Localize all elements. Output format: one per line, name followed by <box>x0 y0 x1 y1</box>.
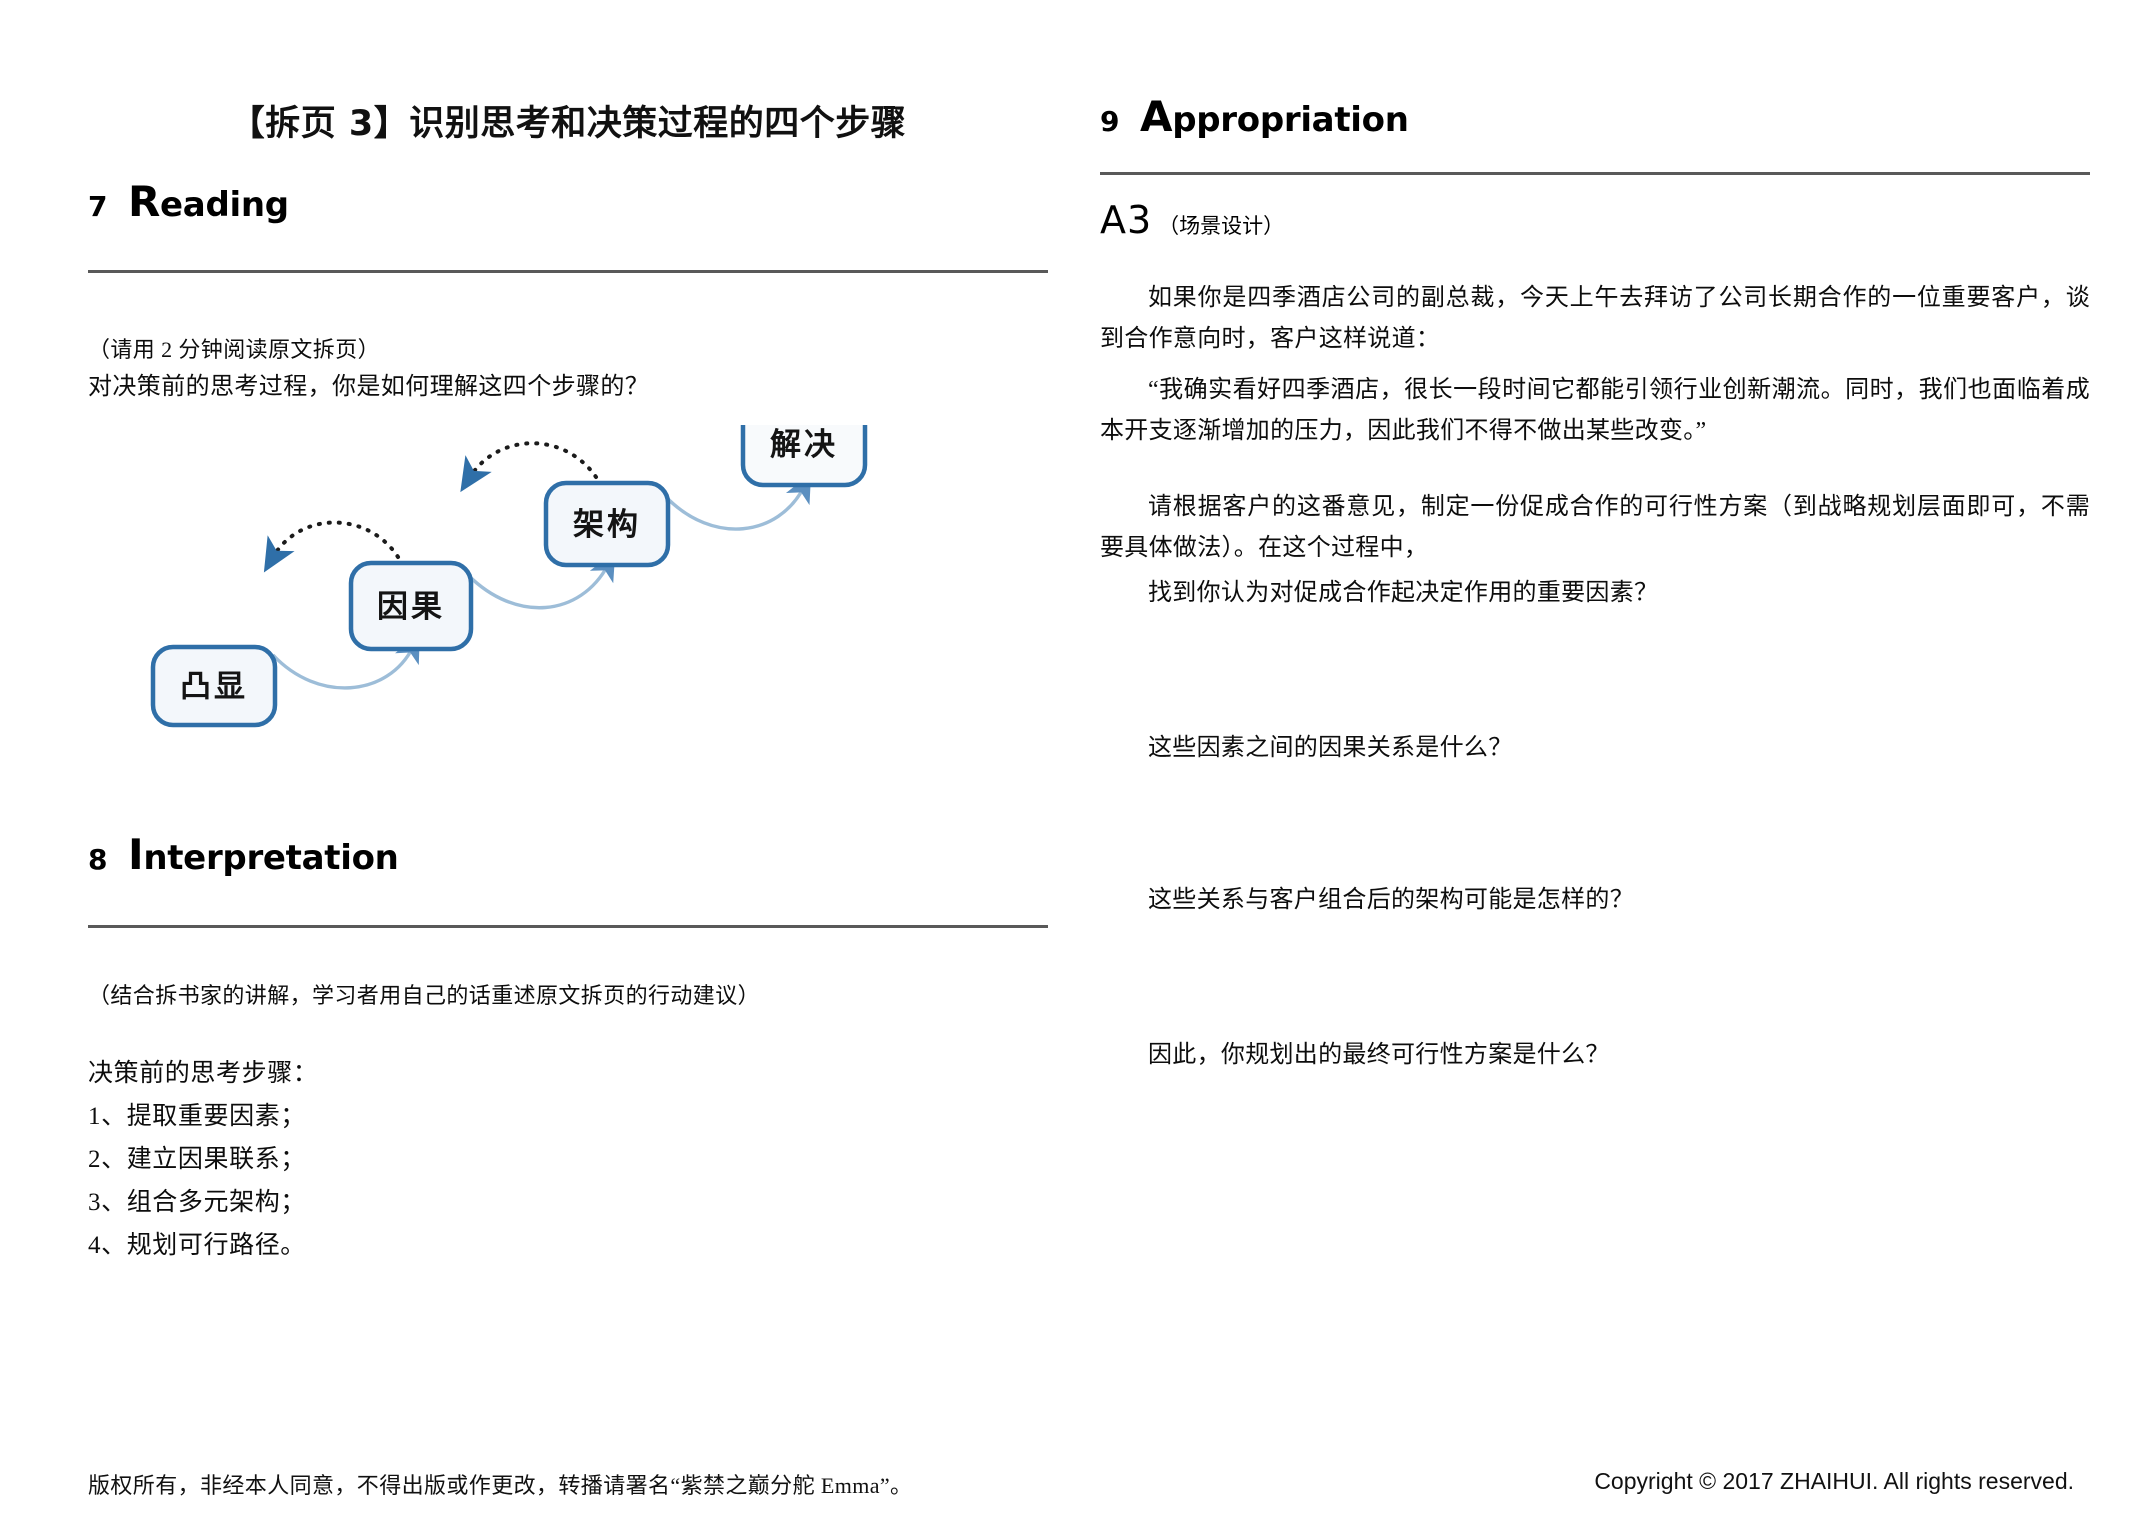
diagram-node-1-box <box>150 644 278 728</box>
divider-appropriation <box>1100 172 2090 175</box>
right-column: 9 Appropriation A3 （场景设计） 如果你是四季酒店公司的副总裁… <box>1100 0 2090 1522</box>
diagram-node-3-label: 架构 <box>573 507 641 543</box>
section-title-reading-cap: R <box>128 177 161 226</box>
section-number-reading: 7 <box>88 190 108 223</box>
divider-reading <box>88 270 1048 273</box>
section-title-appropriation: Appropriation <box>1140 96 1409 141</box>
section-number-interpretation: 8 <box>88 843 108 876</box>
list-item: 1、提取重要因素； <box>88 1103 306 1130</box>
scenario-paragraph-1: 如果你是四季酒店公司的副总裁，今天上午去拜访了公司长期合作的一位重要客户，谈到合… <box>1100 285 2090 353</box>
reading-hint: （请用 2 分钟阅读原文拆页） <box>88 337 381 362</box>
a3-subtitle: （场景设计） <box>1158 214 1285 238</box>
footer-copyright-en: Copyright © 2017 ZHAIHUI. All rights res… <box>1594 1468 2074 1494</box>
section-title-interpretation: Interpretation <box>128 834 399 879</box>
diagram-node-3: 架构 <box>543 480 671 568</box>
list-item: 3、组合多元架构； <box>88 1189 306 1216</box>
section-heading-appropriation: 9 Appropriation <box>1100 96 2090 141</box>
list-item: 4、规划可行路径。 <box>88 1232 306 1259</box>
list-item: 2、建立因果联系； <box>88 1146 306 1173</box>
footer-copyright-cn: 版权所有，非经本人同意，不得出版或作更改，转播请署名“紫禁之巅分舵 Emma”。 <box>88 1473 913 1498</box>
arrow-forward-3 <box>664 473 812 531</box>
page-title: 【拆页 3】识别思考和决策过程的四个步骤 <box>229 104 907 144</box>
section-title-appropriation-cap: A <box>1140 92 1173 141</box>
diagram-node-4-box <box>740 425 868 488</box>
arrow-forward-1 <box>271 633 420 690</box>
arrow-back-1 <box>263 520 400 573</box>
a3-label: A3 <box>1100 198 1153 242</box>
arrow-forward-2 <box>466 551 616 610</box>
section-title-appropriation-rest: ppropriation <box>1172 100 1409 140</box>
diagram-node-2: 因果 <box>348 560 474 652</box>
diagram-node-4-label: 解决 <box>770 427 838 463</box>
arrow-back-2 <box>460 441 598 493</box>
diagram-node-3-box <box>543 480 671 568</box>
four-steps-diagram: 凸显 因果 架构 解决 <box>68 425 1068 745</box>
diagram-node-2-box <box>348 560 474 652</box>
section-title-reading: Reading <box>128 181 289 226</box>
a3-question-3: 这些关系与客户组合后的架构可能是怎样的？ <box>1148 887 1634 913</box>
scenario-paragraph-2: “我确实看好四季酒店，很长一段时间它都能引领行业创新潮流。同时，我们也面临着成本… <box>1100 377 2090 445</box>
section-title-interpretation-cap: I <box>128 830 144 879</box>
reading-question: 对决策前的思考过程，你是如何理解这四个步骤的？ <box>88 374 650 400</box>
diagram-node-2-label: 因果 <box>377 589 445 625</box>
diagram-node-4: 解决 <box>740 425 868 488</box>
a3-heading: A3 （场景设计） <box>1100 198 1284 242</box>
section-title-interpretation-rest: nterpretation <box>143 838 399 878</box>
diagram-node-1: 凸显 <box>150 644 278 728</box>
interpretation-hint: （结合拆书家的讲解，学习者用自己的话重述原文拆页的行动建议） <box>88 983 761 1008</box>
a3-question-4: 因此，你规划出的最终可行性方案是什么？ <box>1148 1042 1610 1068</box>
diagram-node-1-label: 凸显 <box>180 669 248 705</box>
section-title-reading-rest: eading <box>160 185 289 225</box>
interpretation-lead: 决策前的思考步骤： <box>88 1060 319 1087</box>
divider-interpretation <box>88 925 1048 928</box>
a3-question-2: 这些因素之间的因果关系是什么？ <box>1148 735 1513 761</box>
section-heading-reading: 7 Reading <box>88 181 1048 226</box>
left-column: 【拆页 3】识别思考和决策过程的四个步骤 7 Reading （请用 2 分钟阅… <box>88 0 1048 1522</box>
a3-question-1: 找到你认为对促成合作起决定作用的重要因素？ <box>1148 580 1659 606</box>
section-number-appropriation: 9 <box>1100 105 1120 138</box>
section-heading-interpretation: 8 Interpretation <box>88 834 1048 879</box>
instruction-paragraph: 请根据客户的这番意见，制定一份促成合作的可行性方案（到战略规划层面即可，不需要具… <box>1100 494 2090 562</box>
